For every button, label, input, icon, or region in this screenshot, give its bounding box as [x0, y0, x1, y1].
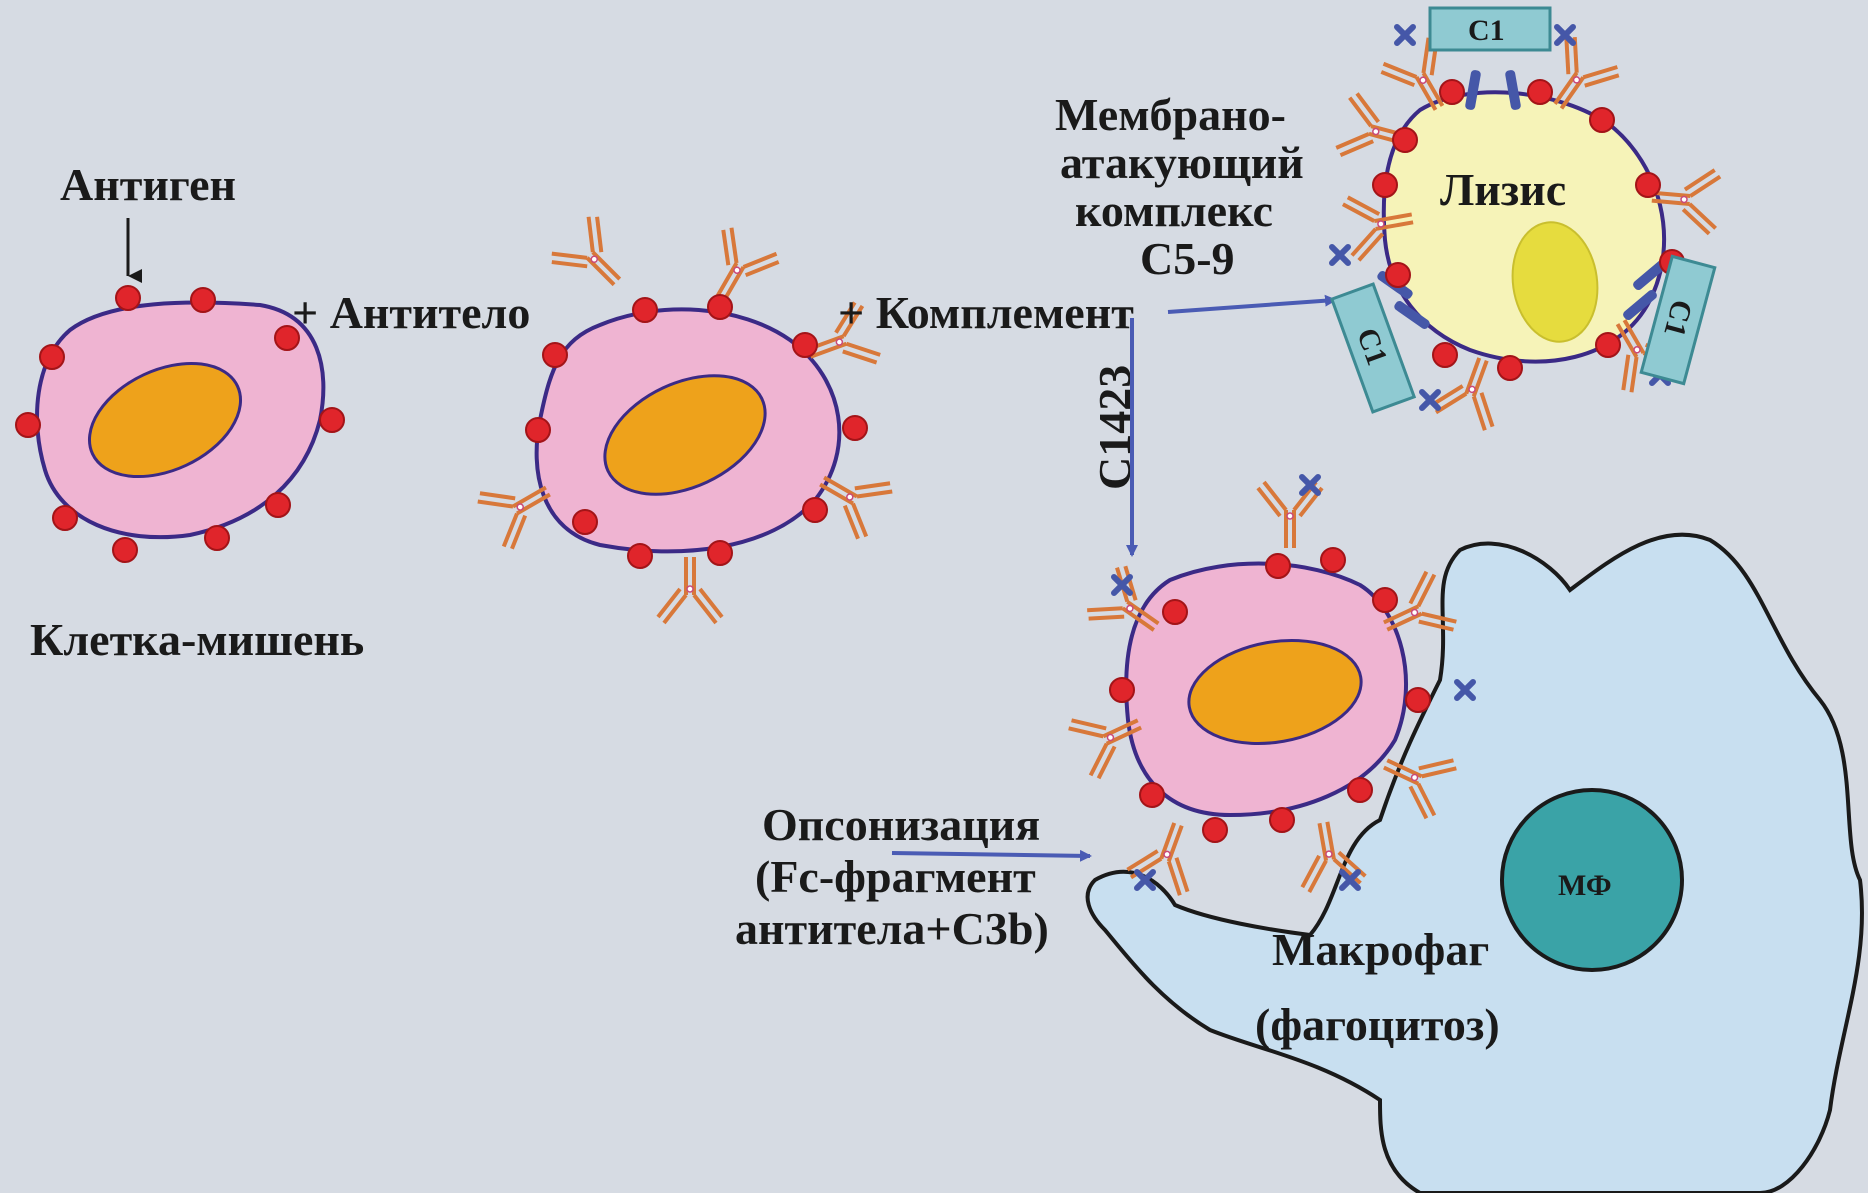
- mac-label-line3: комплекс: [1075, 185, 1273, 236]
- macrophage-label-line2: (фагоцитоз): [1255, 999, 1500, 1050]
- mac-label-line1: Мембрано-: [1055, 89, 1286, 140]
- lysed-cell: C1 C1 C1 Лизис: [1332, 8, 1721, 432]
- mf-label: МФ: [1558, 869, 1612, 902]
- opsonization-line1: Опсонизация: [762, 799, 1040, 850]
- opsonization-line3: антитела+C3b): [735, 903, 1049, 954]
- target-cell-label: Клетка-мишень: [30, 614, 364, 665]
- macrophage-label-line1: Макрофаг: [1272, 924, 1489, 975]
- opsonization-line2: (Fc-фрагмент: [755, 851, 1036, 902]
- plus-complement-label: + Комплемент: [838, 287, 1134, 338]
- c1-box-top: C1: [1430, 8, 1550, 50]
- antibody-coated-cell: [475, 213, 895, 623]
- mac-label-line4: C5-9: [1140, 233, 1235, 284]
- lysis-label: Лизис: [1440, 164, 1566, 215]
- c1-top-label: C1: [1468, 14, 1505, 47]
- arrow-to-lysis: [1168, 300, 1335, 312]
- mac-label-line2: атакующий: [1060, 137, 1304, 188]
- plus-antibody-label: + Антитело: [292, 287, 530, 338]
- antigen-label: Антиген: [60, 159, 236, 210]
